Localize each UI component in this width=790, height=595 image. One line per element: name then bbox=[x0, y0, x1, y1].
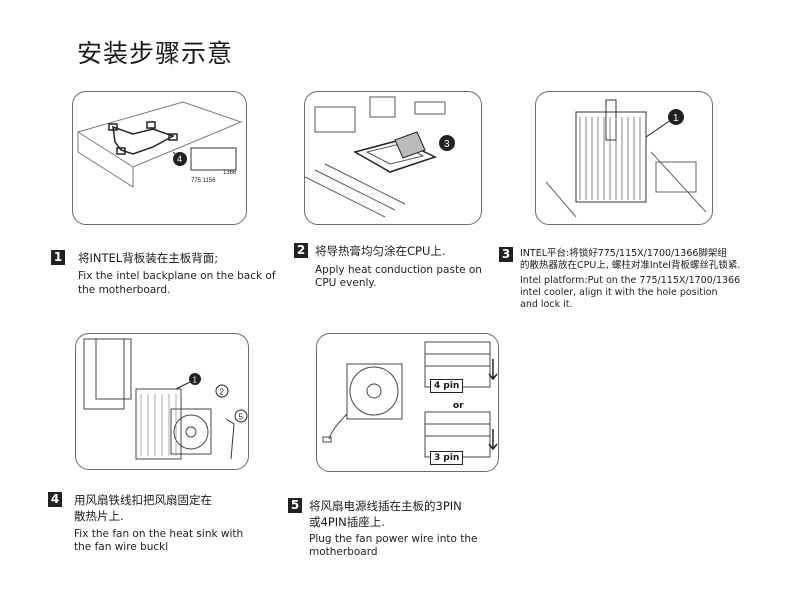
illustration-thermal-paste: 3 bbox=[304, 91, 482, 225]
callout-1: 1 bbox=[673, 113, 679, 124]
step-2-en-line2: CPU evenly. bbox=[315, 277, 377, 289]
step-3-zh-line2: 的散热器放在CPU上, 螺柱对准Intel背板螺丝孔锁紧. bbox=[520, 260, 741, 271]
step-4-en-line2: the fan wire buckl bbox=[74, 541, 169, 553]
step-3-en-line3: and lock it. bbox=[520, 299, 573, 310]
socket-label-1366: 1366 bbox=[223, 170, 237, 176]
paste-drawing: 3 bbox=[305, 96, 455, 218]
callout-1-fan: 1 bbox=[193, 376, 198, 385]
step-4-zh-line2: 散热片上. bbox=[74, 509, 124, 523]
step-4: 4 用风扇铁线扣把风扇固定在 散热片上. Fix the fan on the … bbox=[48, 492, 288, 554]
step-number-2: 2 bbox=[294, 243, 308, 258]
step-1-en-line2: the motherboard. bbox=[78, 284, 171, 296]
label-3pin: 3 pin bbox=[430, 451, 464, 465]
step-3-zh-line1: INTEL平台:将锁好775/115X/1700/1366脚架组 bbox=[520, 248, 727, 259]
step-4-en-line1: Fix the fan on the heat sink with bbox=[74, 528, 244, 540]
step-number-3: 3 bbox=[499, 247, 513, 262]
step-number-4: 4 bbox=[48, 492, 62, 507]
fan-clip-drawing: 1 2 5 bbox=[83, 338, 248, 460]
step-3: 3 INTEL平台:将锁好775/115X/1700/1366脚架组 的散热器放… bbox=[499, 247, 784, 313]
label-4pin: 4 pin bbox=[430, 379, 464, 393]
illustration-fan-clip: 1 2 5 bbox=[75, 333, 249, 470]
step-1: 1 将INTEL背板装在主板背面; Fix the intel backplan… bbox=[51, 250, 291, 300]
cooler-drawing: 1 bbox=[545, 99, 707, 218]
step-5-en-line2: motherboard bbox=[309, 546, 378, 558]
label-or: or bbox=[453, 401, 464, 411]
callout-4: 4 bbox=[177, 154, 182, 164]
page-title: 安装步骤示意 bbox=[77, 39, 234, 68]
illustration-cooler-mount: 1 bbox=[535, 91, 713, 225]
step-2-zh: 将导热膏均匀涂在CPU上. bbox=[315, 244, 446, 258]
step-5-en-line1: Plug the fan power wire into the bbox=[309, 533, 478, 545]
step-5: 5 将风扇电源线插在主板的3PIN 或4PIN插座上. Plug the fan… bbox=[288, 498, 518, 560]
step-3-en-line1: Intel platform:Put on the 775/115X/1700/… bbox=[520, 275, 741, 286]
illustration-backplane: 4 775 1156 1366 bbox=[72, 91, 247, 225]
socket-label-775: 775 1156 bbox=[191, 178, 216, 184]
callout-3: 3 bbox=[444, 139, 450, 150]
step-3-en-line2: intel cooler, align it with the hole pos… bbox=[520, 287, 718, 298]
step-5-zh-line1: 将风扇电源线插在主板的3PIN bbox=[309, 499, 462, 513]
backplane-drawing: 4 775 1156 1366 bbox=[77, 101, 243, 188]
illustration-fan-power: 4 pin or 3 pin bbox=[316, 333, 499, 472]
step-2-en-line1: Apply heat conduction paste on bbox=[315, 264, 482, 276]
step-number-5: 5 bbox=[288, 498, 302, 513]
step-2: 2 将导热膏均匀涂在CPU上. Apply heat conduction pa… bbox=[294, 243, 494, 293]
step-number-1: 1 bbox=[51, 250, 65, 265]
step-5-zh-line2: 或4PIN插座上. bbox=[309, 515, 385, 529]
step-4-zh-line1: 用风扇铁线扣把风扇固定在 bbox=[74, 493, 212, 507]
step-1-en-line1: Fix the intel backplane on the back of bbox=[78, 270, 276, 282]
step-1-zh: 将INTEL背板装在主板背面; bbox=[78, 251, 219, 265]
callout-2-fan: 2 bbox=[220, 388, 225, 397]
callout-5-fan: 5 bbox=[239, 413, 244, 422]
fan-power-drawing bbox=[322, 341, 498, 458]
